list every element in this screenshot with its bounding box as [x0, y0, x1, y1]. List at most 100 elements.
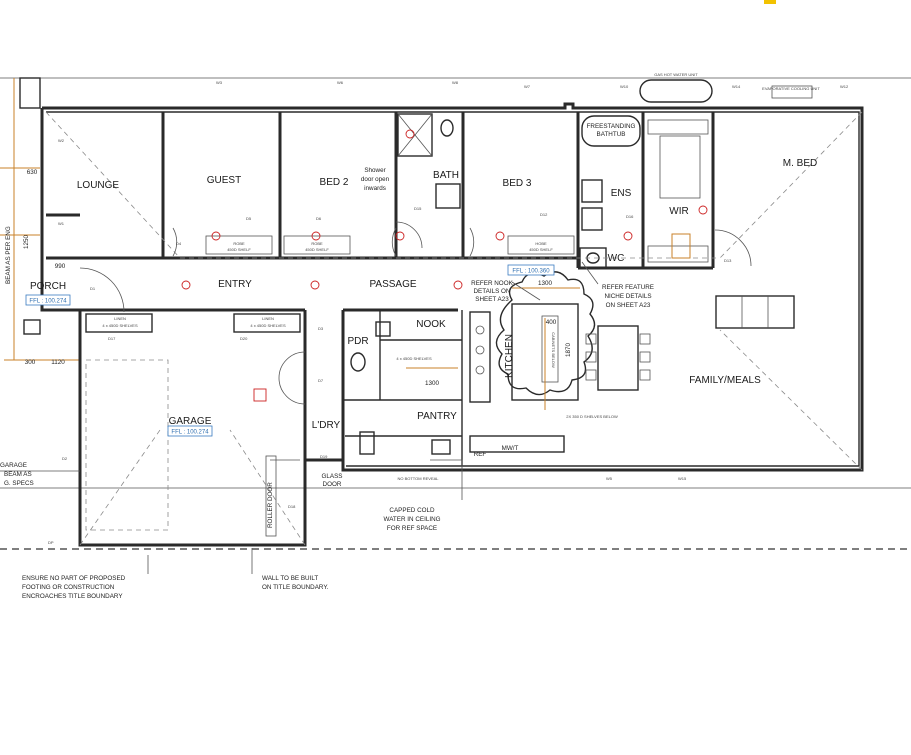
smoke-alarm-6: [395, 231, 405, 241]
ffl-garage-box: [167, 425, 213, 437]
wir-highlight: [671, 233, 691, 259]
guest-door-swing: [172, 227, 178, 257]
dim-label-1870: 1870: [565, 343, 572, 358]
bathtub-note-1: FREESTANDING: [587, 123, 636, 130]
capped-note-2: WATER IN CEILING: [383, 516, 440, 523]
chair-r1: [639, 333, 651, 345]
wall-note-2: ON TITLE BOUNDARY.: [262, 584, 329, 591]
room-bed3: BED 3: [503, 178, 532, 189]
meter-box-icon: [253, 388, 267, 402]
tag-d6: D6: [316, 216, 322, 221]
mw-label: MW/T: [502, 445, 519, 452]
tag-w7: W7: [524, 84, 531, 89]
ldry-cabinet-icon: [359, 431, 375, 455]
cooktop-burner-3: [475, 365, 485, 375]
linen-a-shelves: 4 x 450D SHELVES: [102, 323, 138, 328]
hot-water-label: GAS HOT WATER UNIT: [654, 72, 698, 77]
tag-d20: D20: [240, 336, 248, 341]
glass-door-note-1: GLASS: [322, 473, 343, 480]
linen-a-label: LINEN: [114, 316, 126, 321]
island-sink: [541, 315, 559, 383]
tag-d17: D17: [108, 336, 116, 341]
tag-w14: W14: [732, 84, 741, 89]
room-kitchen: KITCHEN: [504, 334, 515, 378]
dim-label-1250: 1250: [23, 235, 30, 250]
tag-w3: W3: [216, 80, 223, 85]
tag-w1: W1: [58, 221, 65, 226]
bath-door-swing: [395, 221, 423, 249]
dim-label-630: 630: [27, 169, 38, 176]
leader-nook: [511, 281, 541, 301]
tag-w8: W8: [452, 80, 459, 85]
room-passage: PASSAGE: [369, 279, 416, 290]
smoke-alarm-9: [698, 205, 708, 215]
robe-bed3: [507, 235, 575, 255]
refer-nook-2: DETAILS ON: [474, 288, 511, 295]
dim-label-1120: 1120: [51, 359, 65, 366]
smoke-alarm-3: [453, 280, 463, 290]
footing-note-2: FOOTING OR CONSTRUCTION: [22, 584, 115, 591]
ens-vanity-2: [581, 207, 603, 231]
smoke-alarm-7: [495, 231, 505, 241]
tag-d13: D13: [724, 258, 732, 263]
tag-w6: W6: [337, 80, 344, 85]
dim-label-1300: 1300: [538, 280, 553, 287]
bath-vanity-icon: [435, 183, 461, 209]
tag-d2: D2: [62, 456, 68, 461]
cabinets-below-label: CABINETS BELOW: [551, 332, 556, 368]
hot-water-unit-icon: [639, 79, 713, 103]
robe-guest-shelf: 450D SHELF: [227, 247, 251, 252]
wir-shelf-island: [659, 135, 701, 199]
bath-toilet-icon: [440, 119, 454, 137]
room-nook: NOOK: [416, 319, 446, 330]
cooling-unit-box: [771, 85, 813, 99]
internal-skin: [46, 111, 860, 467]
dining-table-icon: [597, 325, 639, 391]
capped-note-1: CAPPED COLD: [389, 507, 435, 514]
room-wir: WIR: [669, 206, 688, 217]
room-guest: GUEST: [207, 175, 241, 186]
room-bath: BATH: [433, 170, 459, 181]
tag-d12: D12: [540, 212, 548, 217]
dim-label-1300b: 1300: [425, 380, 440, 387]
sofa-icon: [715, 295, 795, 329]
porch-door-swing: [79, 267, 125, 313]
smoke-alarm-10: [405, 129, 415, 139]
tag-w5: W5: [606, 476, 613, 481]
room-pdr: PDR: [347, 336, 368, 347]
pdr-toilet-icon: [350, 352, 366, 372]
room-entry: ENTRY: [218, 279, 252, 290]
smoke-alarm-1: [181, 280, 191, 290]
tag-d15: D15: [414, 206, 422, 211]
bathtub-note-2: BATHTUB: [597, 131, 626, 138]
roller-door-note: ROLLER DOOR: [267, 482, 274, 528]
tag-w2: W2: [58, 138, 65, 143]
mbed-door-swing: [714, 229, 752, 267]
bed3-door-swing: [469, 227, 475, 257]
freestanding-bathtub-icon: [581, 115, 641, 147]
kitchen-bench-cooktop: [469, 311, 491, 403]
robe-guest: [205, 235, 273, 255]
cooktop-burner-1: [475, 325, 485, 335]
robe-bed3-shelf: 450D SHELF: [529, 247, 553, 252]
chair-r2: [639, 351, 651, 363]
bed2-door-swing: [391, 227, 397, 257]
tag-dp: DP: [48, 540, 54, 545]
roller-door-box: [265, 455, 277, 537]
room-garage: GARAGE: [169, 416, 212, 427]
hip-line-4: [79, 429, 161, 546]
refer-niche-1: REFER FEATURE: [602, 284, 654, 291]
shower-note-3: inwards: [364, 185, 386, 192]
chair-l2: [585, 351, 597, 363]
refer-niche-3: ON SHEET A23: [606, 302, 651, 309]
tag-w15: W15: [678, 476, 687, 481]
tag-d4: D4: [176, 241, 182, 246]
garage-beam-note-2: BEAM AS: [4, 471, 32, 478]
hip-line-1: [45, 111, 181, 259]
hip-line-2: [719, 111, 863, 259]
garage-beam-note-1: GARAGE: [0, 462, 27, 469]
leader-niche: [581, 261, 599, 285]
linen-b-label: LINEN: [262, 316, 274, 321]
ffl-porch-box: [25, 294, 71, 306]
